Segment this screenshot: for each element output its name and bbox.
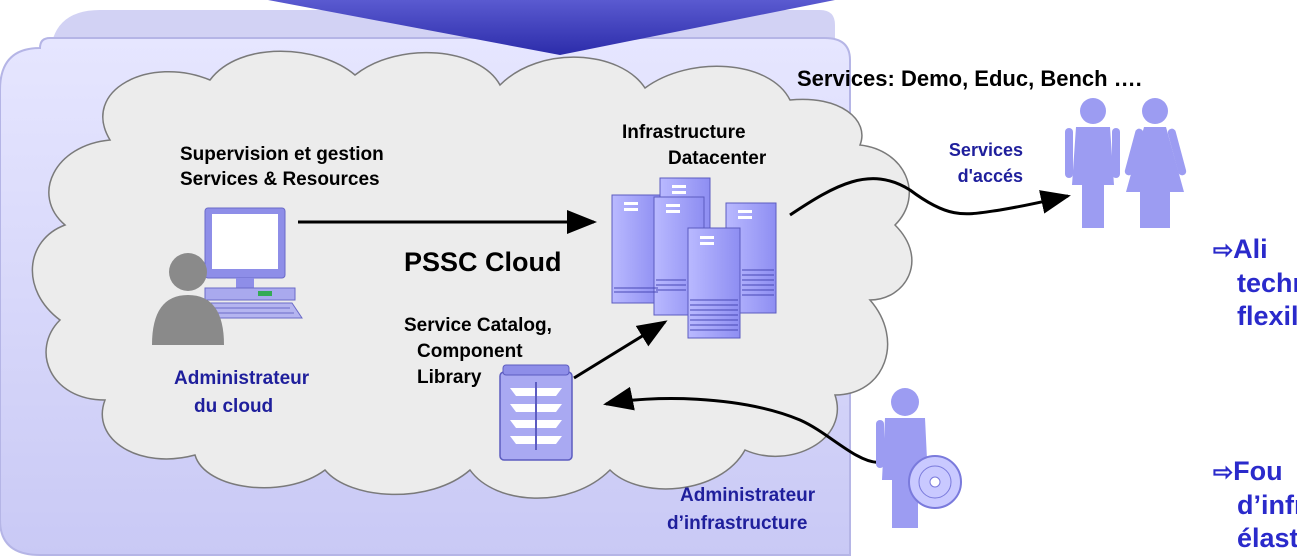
cloud-shape (31, 50, 913, 499)
admin-infra-label: Administrateur d’infrastructure (667, 485, 816, 534)
disc-icon (908, 455, 962, 509)
library-server-icon (499, 364, 573, 461)
server-rack-icon (611, 177, 777, 339)
bullet-point-1: ⇨Ali techn flexil (1213, 234, 1297, 331)
admin-person-icon (152, 253, 224, 345)
arrow-library-to-datacenter (573, 320, 668, 380)
catalog-label: Service Catalog, Component Library (404, 315, 552, 388)
down-arrow-icon (268, 0, 835, 55)
users-icon (1065, 98, 1187, 228)
computer-icon (197, 207, 303, 319)
services-heading: Services: Demo, Educ, Bench …. (797, 66, 1142, 91)
bullet-point-2: ⇨Fou d’infr élast (1213, 456, 1297, 553)
admin-cloud-label: Administrateur du cloud (174, 368, 310, 417)
supervision-label: Supervision et gestion Services & Resour… (180, 144, 384, 190)
arrow-bullet-icon: ⇨ (1213, 237, 1234, 264)
arrow-bullet-icon: ⇨ (1213, 459, 1234, 486)
infra-admin-person-icon (876, 388, 928, 528)
infrastructure-label: Infrastructure Datacenter (622, 122, 767, 169)
arrow-datacenter-to-users (789, 177, 1071, 217)
cloud-name-label: PSSC Cloud (404, 247, 562, 277)
services-access-label: Services d'accés (948, 140, 1023, 186)
